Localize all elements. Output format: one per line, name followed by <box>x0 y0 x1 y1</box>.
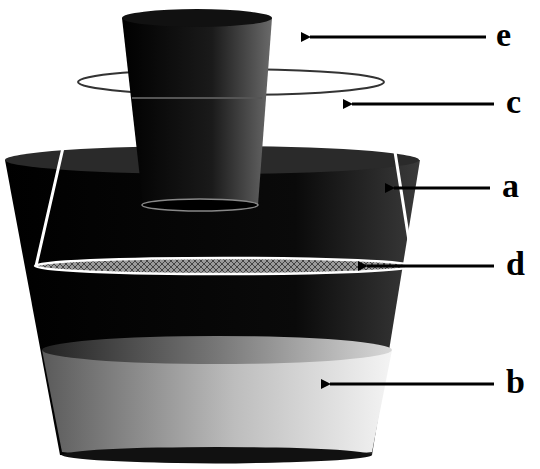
leader-arrow <box>330 383 494 386</box>
top-cup-base <box>142 199 258 211</box>
leader-arrow <box>367 265 494 268</box>
part-label: a <box>502 169 519 203</box>
part-label: e <box>496 18 511 52</box>
leader-arrow <box>310 36 486 39</box>
cup-base <box>62 447 372 463</box>
part-label: d <box>506 247 525 281</box>
top-cup <box>122 18 272 205</box>
leader-arrow <box>352 103 494 106</box>
part-label: c <box>506 85 521 119</box>
inner-cup-rim <box>42 336 392 364</box>
inner-cup <box>42 350 392 461</box>
leader-arrow <box>394 187 490 190</box>
part-label: b <box>506 365 525 399</box>
top-cup-rim <box>122 9 272 27</box>
water-line <box>132 97 262 99</box>
outer-cup <box>5 160 420 464</box>
mesh-filter <box>35 258 413 274</box>
